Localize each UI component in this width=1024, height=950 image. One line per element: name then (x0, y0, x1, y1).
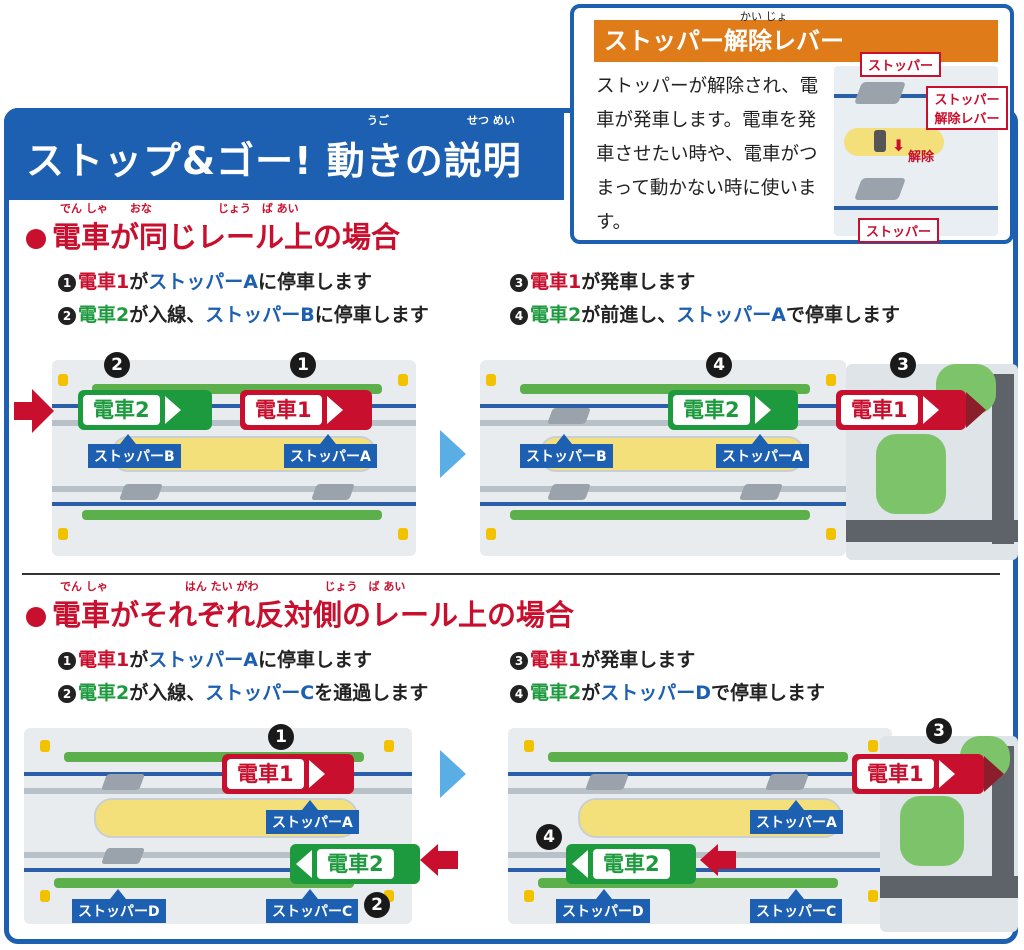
stopper-top-shape (853, 82, 907, 104)
marker-3: 3 (926, 718, 952, 744)
stopper-a-label: ストッパーA (716, 444, 809, 468)
title-bar (4, 108, 564, 200)
stopper-c-label: ストッパーC (750, 899, 843, 923)
stopper-d-pointer-icon (596, 889, 612, 899)
entry-arrow-bar (438, 851, 458, 869)
platform-shape (844, 128, 944, 156)
entry-arrow-left-icon (420, 844, 438, 876)
stopper-a-label: ストッパーA (266, 810, 359, 834)
stopper-b-label: ストッパーB (88, 444, 181, 468)
section1-ruby: でん しゃ おな じょう ば あい (60, 202, 299, 215)
train-1: 電車1 (240, 390, 372, 430)
marker-4: 4 (536, 824, 562, 850)
ruby-kaijo: かい じょ (740, 10, 788, 23)
train-2: 電車2 (78, 390, 212, 430)
bullet-dot-icon (26, 607, 46, 627)
stopper-c-pointer-icon (788, 889, 804, 899)
exit-arrow-icon (966, 392, 986, 428)
release-label-stopper-bottom: ストッパー (858, 218, 940, 243)
train-2: 電車2 (290, 844, 420, 884)
entry-arrow-icon (32, 389, 54, 433)
section2-heading: 電車がそれぞれ反対側のレール上の場合 (26, 592, 574, 634)
stopper-b-label: ストッパーB (520, 444, 613, 468)
page-title: ストップ&ゴー! 動きの説明 (26, 139, 522, 183)
stopper-a-pointer-icon (302, 800, 318, 810)
section1-heading: 電車が同じレール上の場合 (26, 214, 400, 256)
marker-1: 1 (290, 352, 316, 378)
train-1: 電車1 (836, 390, 966, 430)
train-1: 電車1 (852, 754, 984, 794)
stopper-bottom-shape (853, 178, 907, 200)
train-2: 電車2 (566, 844, 696, 884)
stopper-d-label: ストッパーD (72, 899, 166, 923)
marker-3: 3 (890, 352, 916, 378)
stopper-a-label: ストッパーA (750, 810, 843, 834)
marker-1: 1 (268, 724, 294, 750)
train-2: 電車2 (668, 390, 798, 430)
stopper-d-label: ストッパーD (556, 899, 650, 923)
move-arrow-bar (718, 851, 736, 869)
lever-shape (874, 130, 886, 152)
train-1: 電車1 (222, 754, 354, 794)
release-title: ストッパー解除レバー (594, 20, 998, 62)
stopper-c-pointer-icon (302, 889, 318, 899)
ruby-setsumei: せつ めい (467, 114, 515, 127)
marker-4: 4 (706, 352, 732, 378)
stopper-a-pointer-icon (752, 434, 768, 444)
section-divider (22, 573, 1000, 575)
move-arrow-left-icon (700, 844, 718, 876)
stopper-b-pointer-icon (120, 434, 136, 444)
release-down-arrow-icon: ⬇ (892, 136, 906, 155)
stopper-a-pointer-icon (320, 434, 336, 444)
stopper-b-pointer-icon (556, 434, 572, 444)
stopper-d-pointer-icon (110, 889, 126, 899)
release-label-release: 解除 (908, 150, 935, 165)
release-label-stopper-top: ストッパー (860, 52, 942, 77)
release-description: ストッパーが解除され、電車が発車します。電車を発車させたい時や、電車がつまって動… (596, 76, 819, 233)
stopper-a-label: ストッパーA (284, 444, 377, 468)
release-label-lever: ストッパー解除レバー (926, 86, 1008, 130)
flow-arrow-icon (440, 430, 466, 478)
stopper-c-label: ストッパーC (266, 899, 359, 923)
stopper-a-pointer-icon (788, 800, 804, 810)
bullet-dot-icon (26, 229, 46, 249)
section2-ruby: でん しゃ はん たい がわ じょう ば あい (60, 580, 406, 593)
marker-2: 2 (104, 352, 130, 378)
entry-arrow-bar (14, 402, 34, 420)
marker-2: 2 (364, 892, 390, 918)
ruby-ugo: うご (367, 114, 389, 127)
exit-arrow-icon (984, 756, 1004, 792)
flow-arrow-icon (440, 750, 466, 798)
